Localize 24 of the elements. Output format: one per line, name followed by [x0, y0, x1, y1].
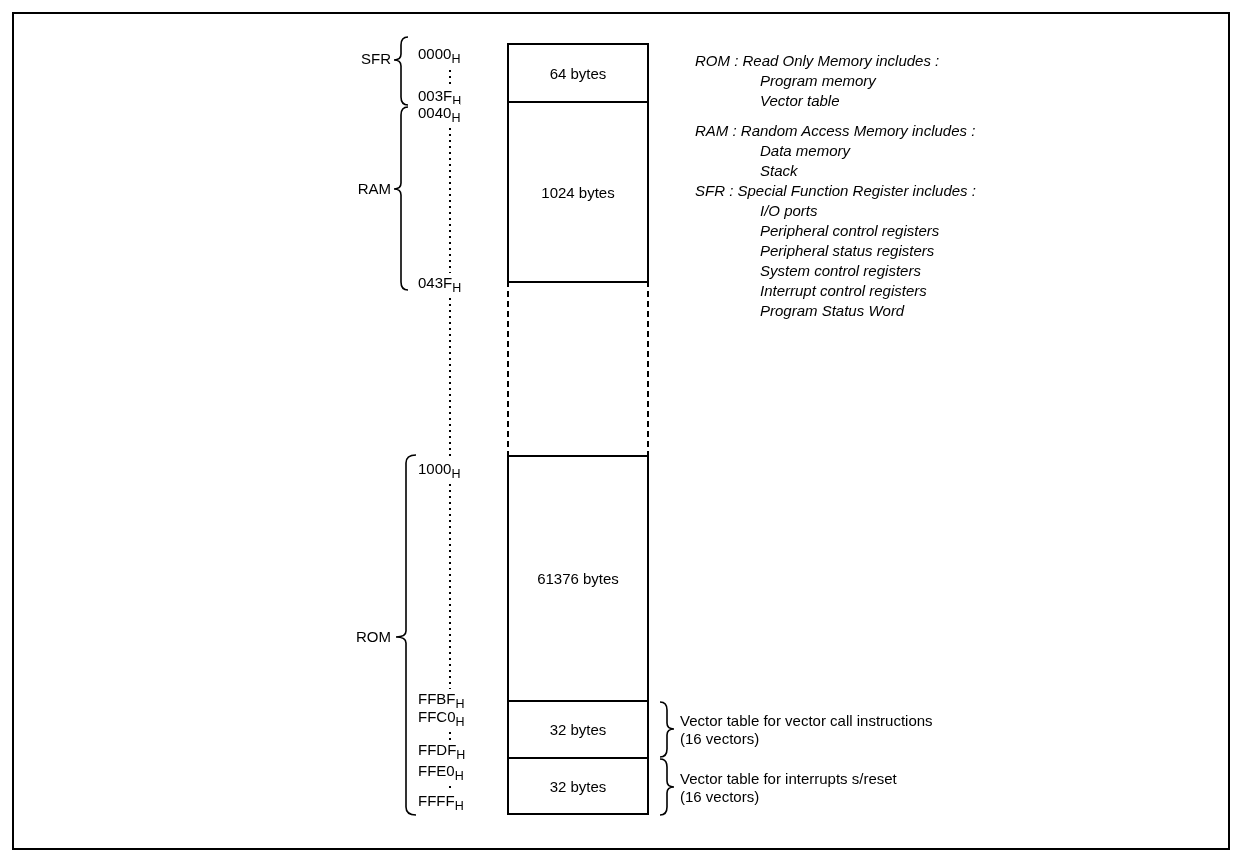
note-text: Data memory	[760, 142, 851, 160]
note-text: Program Status Word	[760, 302, 905, 320]
note-text: Vector table	[760, 92, 840, 110]
memory-block: 61376 bytes	[507, 455, 649, 702]
note-text: Stack	[760, 162, 798, 180]
region-label: SFR	[361, 50, 391, 68]
note-text: Program memory	[760, 72, 876, 90]
note-text: System control registers	[760, 262, 921, 280]
note-text: Peripheral status registers	[760, 242, 935, 260]
region-label: ROM	[356, 628, 391, 646]
memory-block: 32 bytes	[507, 700, 649, 759]
description-text: Vector table for vector call instructions (16 vectors)	[680, 712, 934, 748]
note-text: Interrupt control registers	[760, 282, 927, 300]
note-text: Peripheral control registers	[760, 222, 940, 240]
note-heading: ROM : Read Only Memory includes :	[695, 52, 940, 70]
note-heading: RAM : Random Access Memory includes :	[695, 122, 976, 140]
memory-block: 32 bytes	[507, 757, 649, 815]
region-label: RAM	[357, 180, 391, 198]
address-label: 0040$_{H}$	[418, 104, 461, 127]
memory-block: 1024 bytes	[507, 101, 649, 283]
description-text: Vector table for interrupts s/reset (16 vectors)	[680, 770, 898, 806]
note-text: I/O ports	[760, 202, 818, 220]
note-heading: SFR : Special Function Register includes :	[695, 182, 976, 200]
memory-block: 64 bytes	[507, 43, 649, 103]
